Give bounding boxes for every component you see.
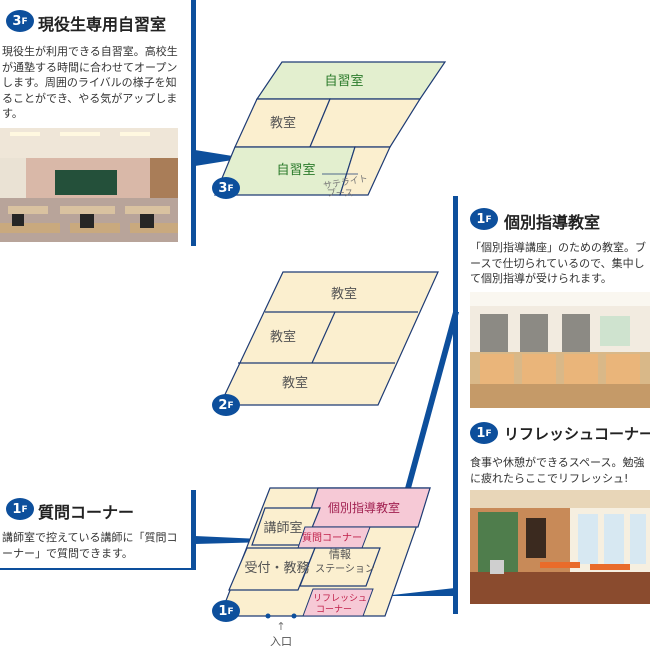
- entrance-dot-right: [291, 613, 297, 619]
- question-panel-bottom-border: [0, 568, 196, 570]
- label-question: 質問コーナー: [302, 531, 362, 544]
- label-classroom-2f-3: 教室: [282, 375, 308, 391]
- question-panel-title: 質問コーナー: [38, 503, 135, 522]
- refresh-corner-photo: [470, 490, 650, 604]
- label-reception: 受付・教務: [244, 560, 309, 576]
- entrance-arrow: ↑: [276, 620, 285, 633]
- floor2-outline: [219, 271, 439, 406]
- label-study-top: 自習室: [324, 73, 363, 89]
- individual-panel-title: 個別指導教室: [504, 213, 601, 232]
- label-info-2: ステーション: [315, 564, 375, 575]
- room-blank-3f: [309, 98, 422, 148]
- question-panel-border: [191, 490, 196, 570]
- label-info-1: 情報: [329, 548, 351, 561]
- individual-connector: [404, 312, 459, 492]
- floor3-panel-title: 現役生専用自習室: [38, 15, 167, 34]
- floor2-wall-3: [311, 311, 336, 364]
- room-satellite-booth: [339, 146, 391, 196]
- floor3-panel-description: 現役生が利用できる自習室。高校生が通塾する時間に合わせてオープンします。周囲のラ…: [2, 45, 178, 120]
- label-satellite-2: ブース: [327, 187, 354, 199]
- label-study-bottom: 自習室: [276, 162, 315, 178]
- study-room-photo: [0, 128, 178, 242]
- room-refresh: [302, 588, 374, 617]
- floor3-connector: [195, 150, 245, 166]
- refresh-panel-title: リフレッシュコーナー: [504, 425, 650, 443]
- entrance-label: 入口: [270, 635, 292, 648]
- individual-panel-description: 「個別指導講座」のための教室。ブースで仕切られているので、集中して個別指導が受け…: [470, 241, 646, 285]
- floor2-plan: 教室 教室 教室: [219, 271, 439, 406]
- label-lecturer: 講師室: [263, 520, 302, 536]
- refresh-connector: [383, 588, 455, 596]
- room-reception: [228, 547, 316, 591]
- label-individual: 個別指導教室: [328, 500, 400, 515]
- individual-room-photo: [470, 292, 650, 408]
- refresh-corner-illustration: [470, 490, 650, 604]
- label-classroom-2f-1: 教室: [331, 286, 357, 302]
- label-classroom-3f: 教室: [270, 115, 296, 131]
- label-refresh-2: コーナー: [316, 604, 352, 615]
- label-refresh-1: リフレッシュ: [313, 594, 367, 604]
- study-room-illustration: [0, 128, 178, 242]
- room-info-station: [299, 547, 381, 587]
- refresh-panel-description: 食事や休憩ができるスペース。勉強に疲れたらここでリフレッシュ!: [470, 456, 645, 485]
- individual-room-illustration: [470, 292, 650, 408]
- floor3-plan: 自習室 教室 自習室 サテライト ブース: [214, 61, 447, 199]
- floor3-panel-border: [191, 0, 196, 246]
- right-panel-border: [453, 196, 458, 614]
- question-panel-description: 講師室で控えている講師に「質問コーナー」で質問できます。: [2, 531, 178, 560]
- label-classroom-2f-2: 教室: [270, 329, 296, 345]
- floor1-plan: 個別指導教室 講師室 質問コーナー 受付・教務 情報 ステーション リフレッシュ…: [219, 487, 431, 648]
- entrance-dot-left: [265, 613, 271, 619]
